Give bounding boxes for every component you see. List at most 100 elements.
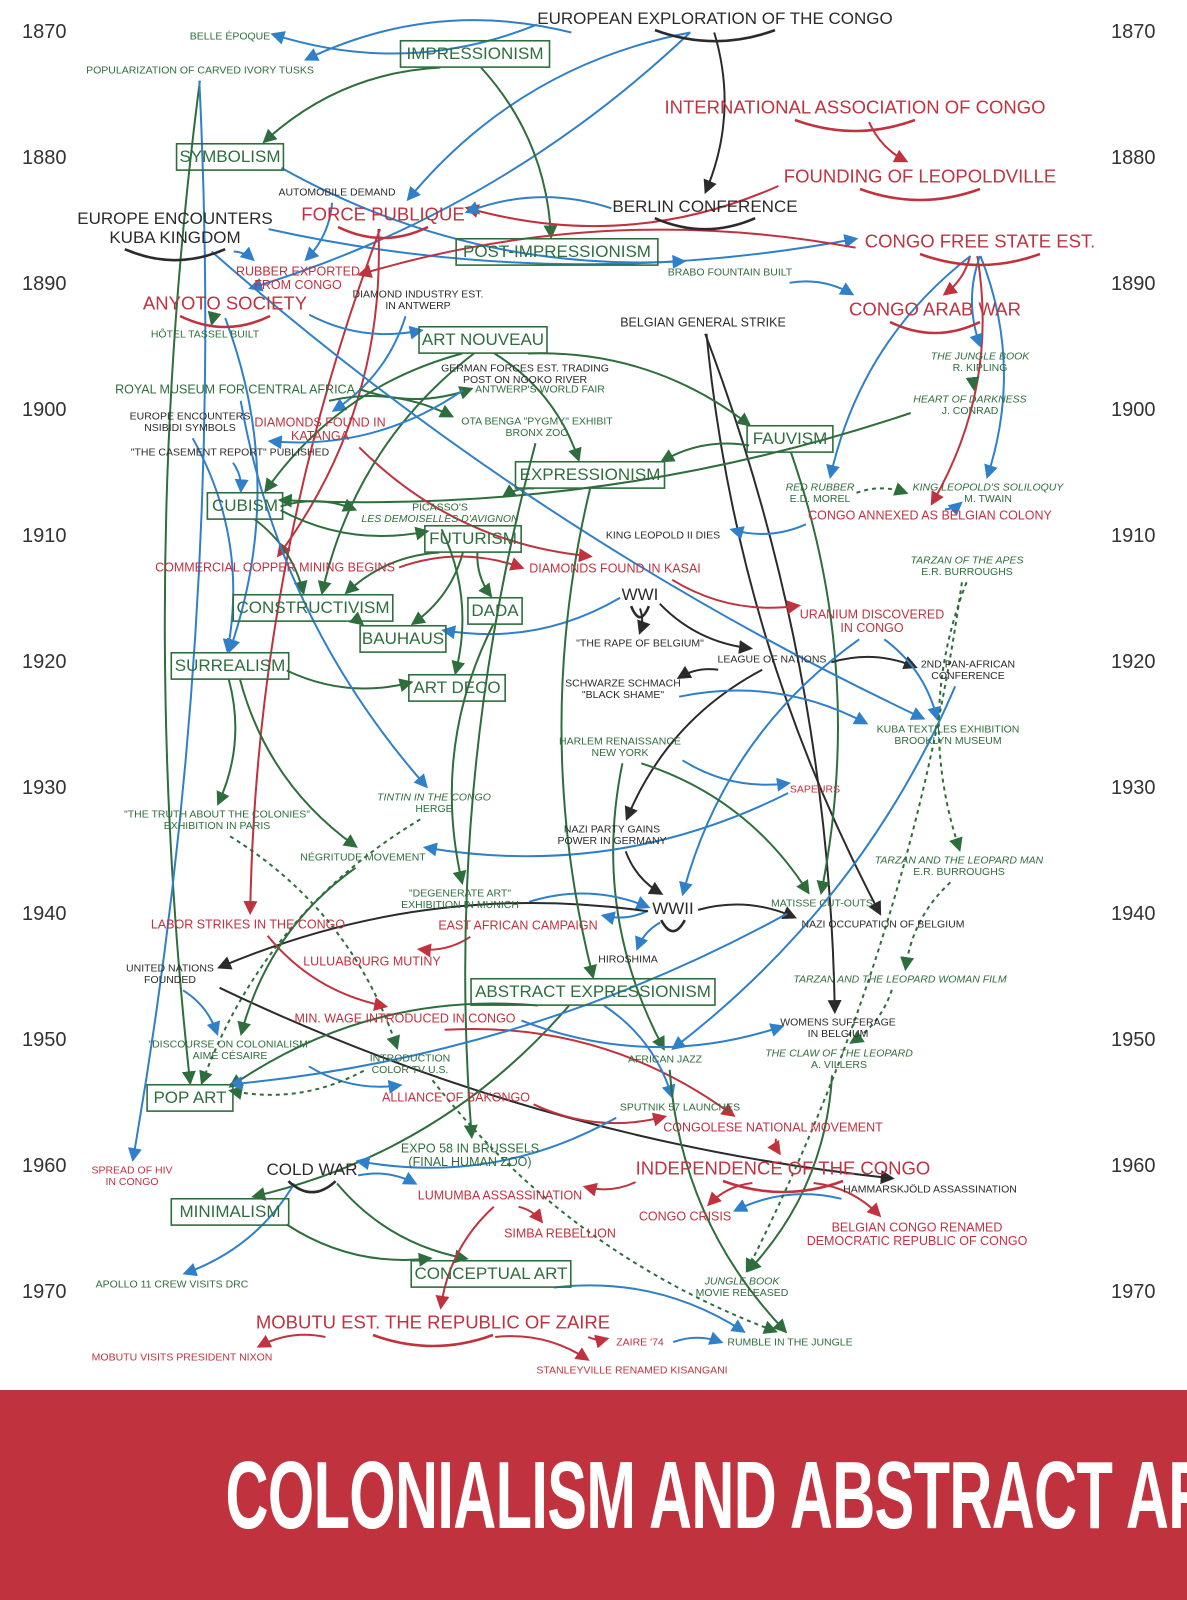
event-copper: COMMERCIAL COPPER MINING BEGINS bbox=[155, 560, 395, 574]
event-label: CONGO ANNEXED AS BELGIAN COLONY bbox=[808, 508, 1052, 522]
event-label: DIAMONDS FOUND IN KASAI bbox=[529, 561, 701, 575]
event-hammarskjold: HAMMARSKJÖLD ASSASSINATION bbox=[843, 1184, 1017, 1196]
event-label: TARZAN AND THE LEOPARD WOMAN FILM bbox=[793, 974, 1007, 986]
year-label: 1900 bbox=[1111, 399, 1156, 421]
event-brace bbox=[722, 1179, 844, 1194]
connection-arrow bbox=[280, 498, 358, 512]
connection-arrow bbox=[216, 679, 237, 806]
year-label: 1930 bbox=[1111, 777, 1156, 799]
connection-arrow bbox=[868, 121, 909, 163]
event-label: AUTOMOBILE DEMAND bbox=[278, 187, 395, 199]
event-label: BERLIN CONFERENCE bbox=[612, 197, 797, 216]
event-label: SPUTNIK 57 LAUNCHES bbox=[620, 1102, 740, 1114]
movement-box bbox=[424, 524, 522, 553]
event-label: EXPO 58 IN BRUSSELS(FINAL HUMAN ZOO) bbox=[401, 1141, 539, 1169]
event-hiroshima: HIROSHIMA bbox=[598, 954, 658, 966]
connection-arrow bbox=[229, 835, 400, 1050]
event-label: LABOR STRIKES IN THE CONGO bbox=[151, 917, 346, 931]
event-independence: INDEPENDENCE OF THE CONGO bbox=[636, 1157, 931, 1194]
connection-arrow bbox=[676, 665, 719, 680]
event-bauhaus: BAUHAUS bbox=[359, 624, 447, 653]
event-label: SIMBA REBELLION bbox=[504, 1226, 616, 1240]
event-royalmuseum: ROYAL MUSEUM FOR CENTRAL AFRICA bbox=[115, 382, 356, 396]
year-label: 1890 bbox=[22, 273, 67, 295]
timeline-diagram: 1870188018901900191019201930194019501960… bbox=[22, 9, 1156, 1377]
event-label: ABSTRACT EXPRESSIONISM bbox=[475, 982, 711, 1001]
year-label: 1960 bbox=[22, 1155, 67, 1177]
event-label: ANTWERP'S WORLD FAIR bbox=[475, 384, 605, 396]
event-conceptual: CONCEPTUAL ART bbox=[410, 1259, 572, 1288]
event-eastafrican: EAST AFRICAN CAMPAIGN bbox=[438, 918, 597, 932]
connection-arrow bbox=[704, 333, 842, 1015]
event-label: BRABO FOUNTAIN BUILT bbox=[668, 267, 793, 279]
connection-arrow bbox=[705, 333, 882, 916]
connection-arrow bbox=[553, 1284, 746, 1333]
event-label: LUMUMBA ASSASSINATION bbox=[418, 1188, 582, 1202]
event-label: STANLEYVILLE RENAMED KISANGANI bbox=[536, 1365, 727, 1377]
event-label: EAST AFRICAN CAMPAIGN bbox=[438, 918, 597, 932]
event-arabwar: CONGO ARAB WAR bbox=[849, 298, 1021, 335]
event-label: HAMMARSKJÖLD ASSASSINATION bbox=[843, 1184, 1017, 1196]
connection-arrow bbox=[464, 196, 612, 215]
connection-arrow bbox=[270, 23, 538, 55]
event-belle: BELLE ÉPOQUE bbox=[190, 30, 271, 43]
connection-arrow bbox=[308, 1065, 403, 1094]
connection-arrow bbox=[682, 759, 791, 792]
connection-arrow bbox=[358, 446, 593, 563]
event-luluabourg: LULUABOURG MUTINY bbox=[303, 954, 441, 968]
connection-arrow bbox=[264, 352, 463, 493]
year-label: 1890 bbox=[1111, 273, 1156, 295]
connection-arrow bbox=[422, 792, 789, 858]
connection-arrow bbox=[668, 1069, 788, 1334]
event-dada: DADA bbox=[467, 596, 523, 625]
event-label: CONCEPTUAL ART bbox=[414, 1264, 567, 1283]
event-artdeco: ART DECO bbox=[408, 673, 506, 702]
year-label: 1920 bbox=[1111, 651, 1156, 673]
connection-arrow bbox=[267, 389, 464, 450]
connection-arrow bbox=[813, 1182, 882, 1218]
event-rape: "THE RAPE OF BELGIUM" bbox=[576, 638, 704, 650]
connection-arrow bbox=[603, 1004, 676, 1099]
connection-arrow bbox=[182, 989, 221, 1036]
event-auto: AUTOMOBILE DEMAND bbox=[278, 187, 395, 199]
event-symbolism: SYMBOLISM bbox=[175, 142, 285, 171]
connection-arrow bbox=[286, 669, 414, 693]
event-brace bbox=[654, 28, 776, 43]
event-labor: LABOR STRIKES IN THE CONGO bbox=[151, 917, 346, 931]
connection-arrow bbox=[248, 31, 691, 292]
movement-box bbox=[206, 491, 284, 520]
event-zaire74: ZAIRE '74 bbox=[616, 1337, 664, 1349]
connection-arrow bbox=[528, 892, 651, 910]
event-label: ALLIANCE OF BAKONGO bbox=[382, 1090, 530, 1104]
event-label: NÉGRITUDE MOVEMENT bbox=[300, 851, 426, 864]
event-label: "THE CASEMENT REPORT" PUBLISHED bbox=[131, 447, 330, 459]
connection-arrow bbox=[450, 624, 495, 886]
event-label: INDEPENDENCE OF THE CONGO bbox=[636, 1157, 931, 1178]
connection-arrow bbox=[900, 881, 952, 972]
connection-arrow bbox=[493, 352, 582, 463]
connection-arrow bbox=[624, 850, 664, 895]
event-negritude: NÉGRITUDE MOVEMENT bbox=[300, 851, 426, 864]
event-label: FORCE PUBLIQUE bbox=[301, 203, 464, 224]
connection-arrow bbox=[207, 310, 222, 327]
